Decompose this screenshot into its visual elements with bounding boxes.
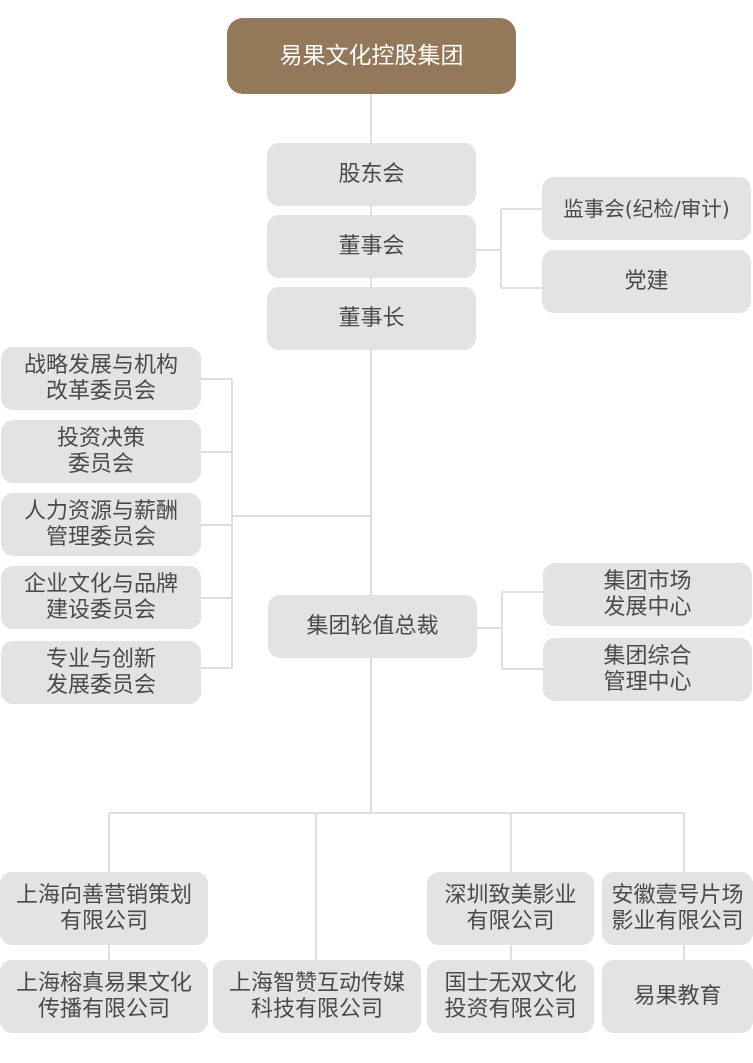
- root-label: 易果文化控股集团: [279, 43, 464, 69]
- subsidiary-4-line1: 深圳致美影业: [444, 882, 577, 908]
- committee-node-2: 投资决策 委员会: [1, 420, 201, 483]
- committee-3-line2: 管理委员会: [45, 524, 156, 550]
- supervisory-label: 监事会(纪检/审计): [563, 196, 730, 221]
- committee-node-1: 战略发展与机构 改革委员会: [1, 347, 201, 410]
- center-node-1: 集团市场 发展中心: [543, 563, 752, 626]
- subsidiary-5-line2: 投资有限公司: [444, 996, 577, 1022]
- committee-1-line1: 战略发展与机构: [23, 352, 178, 378]
- party-label: 党建: [624, 268, 669, 294]
- committee-5-line2: 发展委员会: [45, 672, 156, 698]
- president-label: 集团轮值总裁: [306, 613, 439, 639]
- center-2-line2: 管理中心: [603, 669, 692, 695]
- committee-3-line1: 人力资源与薪酬: [23, 498, 178, 524]
- shareholders-label: 股东会: [338, 161, 405, 187]
- subsidiary-node-2: 上海榕真易果文化 传播有限公司: [0, 960, 208, 1033]
- party-node: 党建: [542, 250, 751, 313]
- root-node: 易果文化控股集团: [227, 18, 516, 94]
- subsidiary-node-4: 深圳致美影业 有限公司: [427, 872, 594, 945]
- subsidiary-6-line1: 安徽壹号片场: [611, 882, 744, 908]
- subsidiary-5-line1: 国士无双文化: [444, 970, 577, 996]
- subsidiary-1-line1: 上海向善营销策划: [15, 882, 192, 908]
- subsidiary-1-line2: 有限公司: [59, 908, 148, 934]
- committee-node-5: 专业与创新 发展委员会: [1, 641, 201, 704]
- president-node: 集团轮值总裁: [268, 595, 477, 658]
- committee-1-line2: 改革委员会: [45, 378, 156, 404]
- board-label: 董事会: [338, 233, 405, 259]
- committee-4-line1: 企业文化与品牌: [23, 571, 178, 597]
- subsidiary-3-line2: 科技有限公司: [250, 996, 383, 1022]
- subsidiary-3-line1: 上海智赞互动传媒: [228, 970, 405, 996]
- center-2-line1: 集团综合: [603, 643, 692, 669]
- subsidiary-node-5: 国士无双文化 投资有限公司: [427, 960, 594, 1033]
- chairman-label: 董事长: [338, 305, 405, 331]
- committee-4-line2: 建设委员会: [45, 597, 156, 623]
- subsidiary-node-6: 安徽壹号片场 影业有限公司: [602, 872, 753, 945]
- center-1-line2: 发展中心: [603, 594, 692, 620]
- committee-5-line1: 专业与创新: [45, 646, 156, 672]
- supervisory-node: 监事会(纪检/审计): [542, 177, 751, 240]
- center-node-2: 集团综合 管理中心: [543, 638, 752, 701]
- committee-2-line2: 委员会: [67, 451, 134, 477]
- committee-node-4: 企业文化与品牌 建设委员会: [1, 566, 201, 629]
- subsidiary-7-label: 易果教育: [633, 983, 722, 1009]
- committee-node-3: 人力资源与薪酬 管理委员会: [1, 493, 201, 556]
- subsidiary-6-line2: 影业有限公司: [611, 908, 744, 934]
- subsidiary-node-3: 上海智赞互动传媒 科技有限公司: [213, 960, 421, 1033]
- center-1-line1: 集团市场: [603, 568, 692, 594]
- shareholders-node: 股东会: [267, 143, 476, 206]
- subsidiary-node-1: 上海向善营销策划 有限公司: [0, 872, 208, 945]
- chairman-node: 董事长: [267, 287, 476, 350]
- board-node: 董事会: [267, 215, 476, 278]
- subsidiary-node-7: 易果教育: [602, 960, 753, 1033]
- committee-2-line1: 投资决策: [56, 425, 145, 451]
- subsidiary-2-line1: 上海榕真易果文化: [15, 970, 192, 996]
- subsidiary-2-line2: 传播有限公司: [37, 996, 170, 1022]
- subsidiary-4-line2: 有限公司: [466, 908, 555, 934]
